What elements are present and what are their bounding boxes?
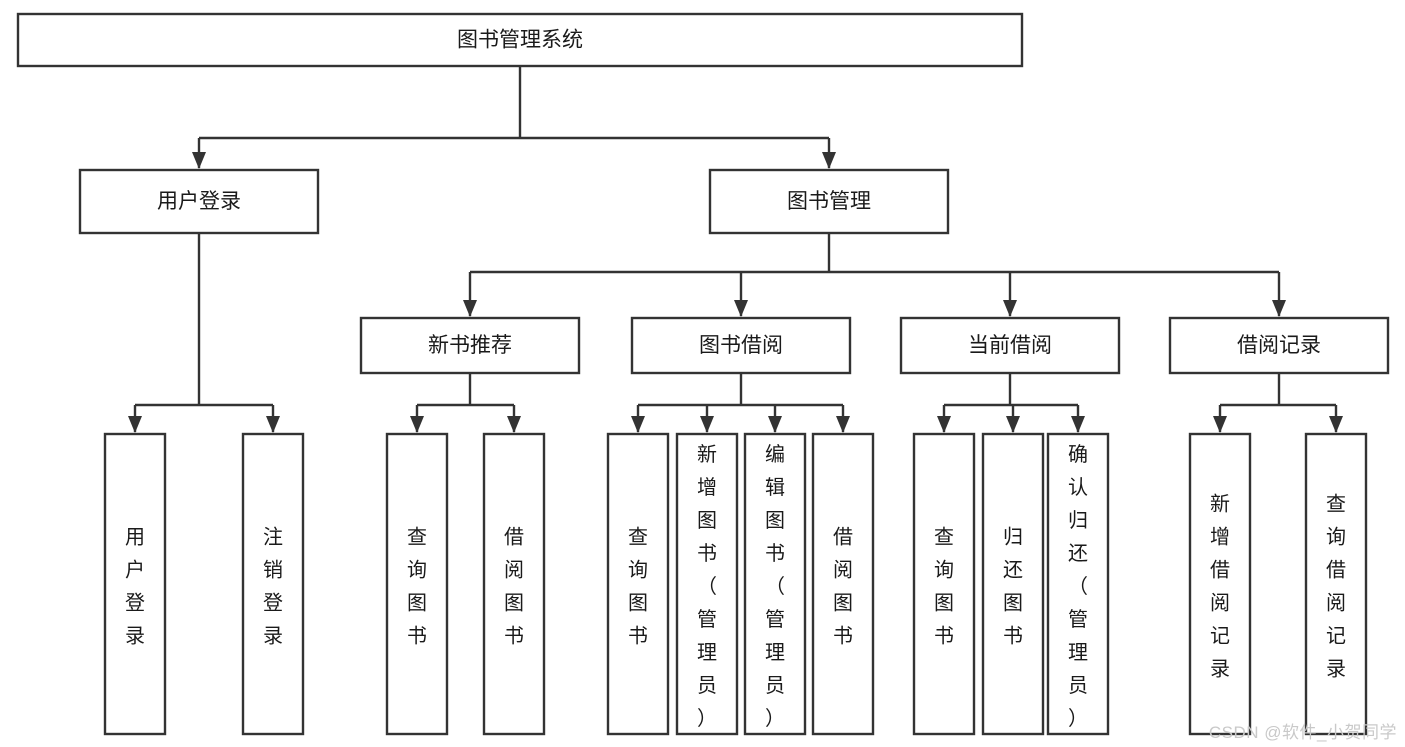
node-leaf-查询图书-8[interactable]: 查询图书 [912,432,976,736]
node-l2-图书管理-1[interactable]: 图书管理 [708,168,950,235]
node-box [1046,432,1110,736]
node-box [1304,432,1368,736]
node-leaf-归还图书-9[interactable]: 归还图书 [981,432,1045,736]
node-leaf-查询图书-2[interactable]: 查询图书 [385,432,449,736]
arrow-head-icon [822,152,836,169]
node-label: 查询图书 [628,526,648,648]
arrow-head-icon [631,416,645,433]
arrow-head-icon [128,416,142,433]
node-label: 查询借阅记录 [1326,493,1346,681]
node-label: 借阅图书 [833,526,853,648]
edge-group-图书管理 [463,233,1286,317]
node-box [103,432,167,736]
node-leaf-确认归还管理员-10[interactable]: 确认归还（管理员） [1046,432,1110,736]
arrow-head-icon [266,416,280,433]
node-box [359,316,581,375]
node-box [708,168,950,235]
node-box [899,316,1121,375]
node-box [1188,432,1252,736]
node-box [743,432,807,736]
edge-group-图书借阅 [631,373,850,433]
arrow-head-icon [463,300,477,317]
node-leaf-借阅图书-7[interactable]: 借阅图书 [811,432,875,736]
edge-group-借阅记录 [1213,373,1343,433]
node-box [675,432,739,736]
node-label: 当前借阅 [968,334,1052,357]
arrow-head-icon [836,416,850,433]
edge-group-当前借阅 [937,373,1085,433]
node-leaf-注销登录-1[interactable]: 注销登录 [241,432,305,736]
arrow-head-icon [1071,416,1085,433]
node-label: 查询图书 [934,526,954,648]
node-box [482,432,546,736]
node-label: 新书推荐 [428,334,512,357]
node-label: 图书管理 [787,190,871,213]
node-box [78,168,320,235]
csdn-watermark: CSDN @软件_小贺同学 [1208,723,1397,742]
arrow-head-icon [768,416,782,433]
node-box [16,12,1024,68]
edge-group-用户登录 [128,233,280,433]
node-label: 归还图书 [1003,526,1023,648]
node-leaf-新增借阅记录-11[interactable]: 新增借阅记录 [1188,432,1252,736]
node-label: 图书借阅 [699,334,783,357]
node-label: 用户登录 [125,527,145,648]
node-label: 新增借阅记录 [1210,493,1230,681]
edge-group-新书推荐 [410,373,521,433]
arrow-head-icon [937,416,951,433]
node-label: 借阅记录 [1237,334,1321,357]
node-leaf-用户登录-0[interactable]: 用户登录 [103,432,167,736]
node-box [1168,316,1390,375]
node-box [241,432,305,736]
arrow-head-icon [507,416,521,433]
node-label: 编辑图书（管理员） [765,443,785,730]
node-label: 图书管理系统 [457,29,583,52]
node-l3-图书借阅-1[interactable]: 图书借阅 [630,316,852,375]
node-l3-新书推荐-0[interactable]: 新书推荐 [359,316,581,375]
node-leaf-借阅图书-3[interactable]: 借阅图书 [482,432,546,736]
node-label: 借阅图书 [504,526,524,648]
arrow-head-icon [1329,416,1343,433]
arrow-head-icon [410,416,424,433]
node-l3-借阅记录-3[interactable]: 借阅记录 [1168,316,1390,375]
arrow-head-icon [700,416,714,433]
arrow-head-icon [734,300,748,317]
edge-group-图书管理系统 [192,66,836,169]
node-leaf-查询图书-4[interactable]: 查询图书 [606,432,670,736]
arrow-head-icon [1272,300,1286,317]
node-leaf-查询借阅记录-12[interactable]: 查询借阅记录 [1304,432,1368,736]
node-leaf-新增图书管理员-5[interactable]: 新增图书（管理员） [675,432,739,736]
arrow-head-icon [1006,416,1020,433]
node-box [385,432,449,736]
arrow-head-icon [1003,300,1017,317]
node-label: 用户登录 [157,190,241,213]
arrow-head-icon [192,152,206,169]
node-label: 确认归还（管理员） [1068,443,1088,730]
node-leaf-编辑图书管理员-6[interactable]: 编辑图书（管理员） [743,432,807,736]
node-root-图书管理系统-0[interactable]: 图书管理系统 [16,12,1024,68]
arrow-head-icon [1213,416,1227,433]
node-box [811,432,875,736]
node-box [630,316,852,375]
node-l2-用户登录-0[interactable]: 用户登录 [78,168,320,235]
node-label: 查询图书 [407,526,427,648]
node-box [981,432,1045,736]
node-label: 新增图书（管理员） [697,443,717,730]
node-box [912,432,976,736]
node-l3-当前借阅-2[interactable]: 当前借阅 [899,316,1121,375]
node-box [606,432,670,736]
node-label: 注销登录 [263,526,283,648]
